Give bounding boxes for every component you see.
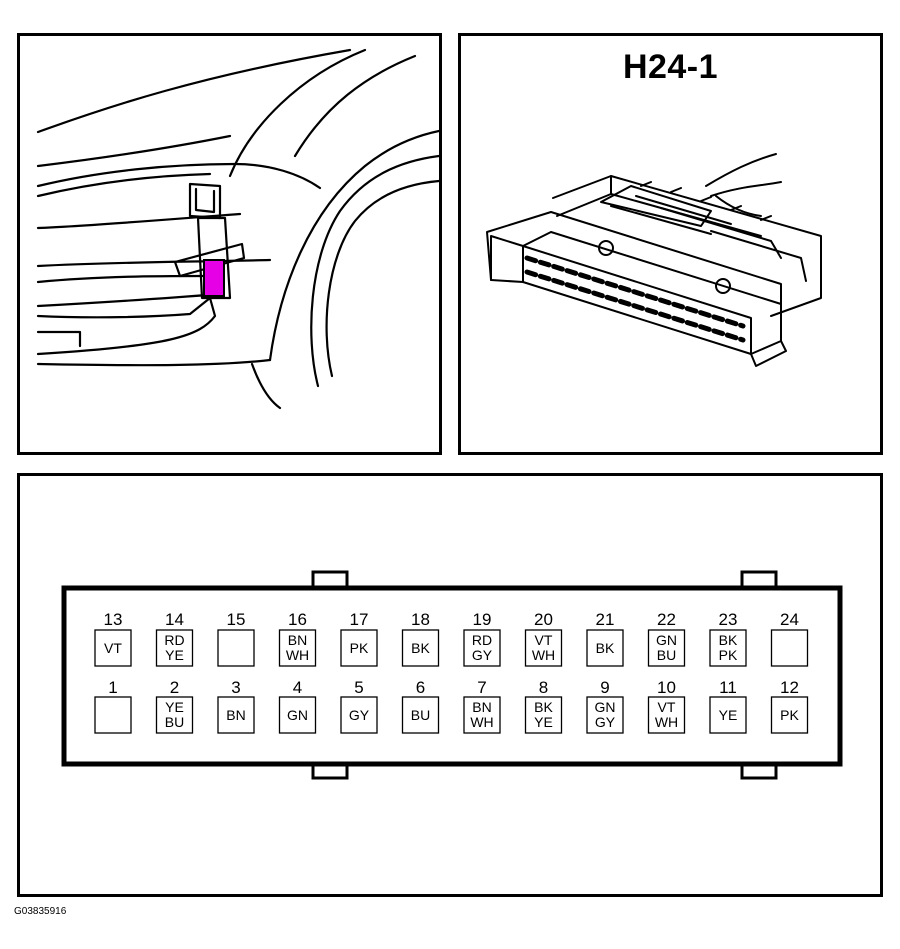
wire-color-20-primary: VT [535,632,553,648]
pin-number-19: 19 [473,610,492,629]
pin-cavity-6 [401,696,440,734]
wire-color-14-primary: RD [164,632,184,648]
pin-cavity-4 [278,696,317,734]
pin-cavity-10 [647,696,686,734]
wire-color-2-stripe: BU [165,714,184,730]
pin-cavity-18 [401,629,440,667]
wire-color-11: YE [719,707,738,723]
wire-color-7-stripe: WH [470,714,493,730]
pin-cavity-8 [524,696,563,734]
wire-color-14-stripe: YE [165,647,184,663]
wire-color-10-primary: VT [658,699,676,715]
pin-number-11: 11 [719,678,737,697]
pin-number-16: 16 [288,610,307,629]
wire-color-9-stripe: GY [595,714,616,730]
pin-number-17: 17 [350,610,369,629]
wire-color-12: PK [780,707,799,723]
connector-body [61,585,843,767]
pin-number-5: 5 [354,678,363,697]
connector-title: H24-1 [622,48,719,86]
pin-number-8: 8 [539,678,548,697]
pin-cavity-16 [278,629,317,667]
wire-color-17: PK [350,640,369,656]
wire-color-8-primary: BK [534,699,553,715]
wire-color-19-stripe: GY [472,647,493,663]
pin-cavity-11 [709,696,747,734]
pin-cavity-23 [709,629,747,667]
wire-color-18: BK [411,640,430,656]
wire-color-4: GN [287,707,308,723]
pin-cavity-13 [94,629,132,667]
pin-number-23: 23 [719,610,738,629]
wire-color-20-stripe: WH [532,647,555,663]
pin-number-21: 21 [596,610,615,629]
pin-cavity-12 [770,696,809,734]
hood-line [36,48,352,134]
pin-number-3: 3 [231,678,240,697]
wire-color-9-primary: GN [595,699,616,715]
pin-number-13: 13 [104,610,123,629]
pin-number-12: 12 [780,678,799,697]
pin-number-1: 1 [108,678,117,697]
connector-3d-illustration [486,153,822,367]
pin-number-6: 6 [416,678,425,697]
wire-color-23-stripe: PK [719,647,738,663]
wire-color-22-stripe: BU [657,647,676,663]
pin-cavity-9 [586,696,624,734]
wire-color-6: BU [411,707,430,723]
wire-color-5: GY [349,707,370,723]
wire-color-19-primary: RD [472,632,492,648]
pin-cavity-14 [155,629,194,667]
pin-number-7: 7 [477,678,486,697]
figure-id: G03835916 [14,906,67,917]
pin-cavity-7 [463,696,501,734]
wire-color-23-primary: BK [719,632,738,648]
pin-cavity-17 [340,629,378,667]
wire-color-7-primary: BN [472,699,491,715]
vehicle-front-illustration [36,48,439,410]
connector-location-highlight [203,259,225,297]
wire-color-10-stripe: WH [655,714,678,730]
pin-number-24: 24 [780,610,799,629]
wire-color-21: BK [596,640,615,656]
pin-cavity-5 [340,696,378,734]
connector-view-panel: H24-1 [458,33,883,455]
pin-number-2: 2 [170,678,179,697]
pin-number-9: 9 [600,678,609,697]
pin-number-18: 18 [411,610,430,629]
location-panel [17,33,442,455]
wire-color-8-stripe: YE [534,714,553,730]
wire-color-2-primary: YE [165,699,184,715]
pin-cavity-20 [524,629,563,667]
wire-color-13: VT [104,640,122,656]
pin-cavity-15 [217,629,255,667]
pin-number-14: 14 [165,610,184,629]
pin-cavity-21 [586,629,624,667]
pin-cavity-2 [155,696,194,734]
pin-number-22: 22 [657,610,676,629]
pin-number-20: 20 [534,610,553,629]
pin-cavity-3 [217,696,255,734]
wire-color-3: BN [226,707,245,723]
wire-color-16-primary: BN [288,632,307,648]
pin-cavity-24 [770,629,809,667]
pin-cavity-22 [647,629,686,667]
wire-color-16-stripe: WH [286,647,309,663]
pin-cavity-19 [463,629,501,667]
pin-number-4: 4 [293,678,302,697]
pin-number-15: 15 [227,610,246,629]
pin-cavity-1 [94,696,132,734]
wire-color-22-primary: GN [656,632,677,648]
pin-number-10: 10 [657,678,676,697]
